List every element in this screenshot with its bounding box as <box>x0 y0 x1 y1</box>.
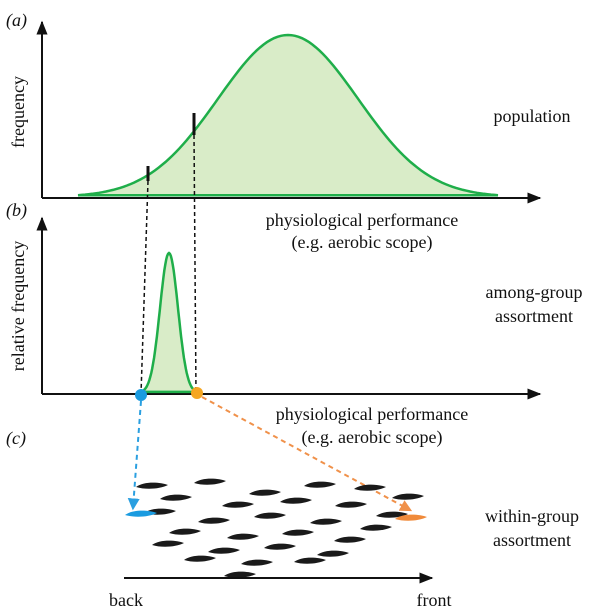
fish-icon <box>335 501 367 508</box>
fish-icon <box>354 484 386 491</box>
fish-icon <box>184 555 216 562</box>
fish-icon <box>208 547 240 554</box>
fish-icon <box>224 571 256 578</box>
fish-icon <box>194 478 226 485</box>
panel-b-ylabel: relative frequency <box>8 241 28 371</box>
fish-icon <box>282 529 314 536</box>
fish-icon <box>254 512 286 519</box>
panel-c-tag: (c) <box>6 428 26 449</box>
fish-icon <box>317 550 349 557</box>
low-performance-marker <box>135 389 147 401</box>
panel-a-side-label: population <box>494 106 571 126</box>
fish-icon <box>227 533 259 540</box>
panel-a: (a) frequency population physiological p… <box>6 10 571 253</box>
back-fish-icon <box>125 510 157 517</box>
fish-icon <box>136 482 168 489</box>
fish-icon <box>392 493 424 500</box>
fish-school <box>125 478 427 578</box>
fish-icon <box>334 536 366 543</box>
front-fish-icon <box>395 514 427 521</box>
low-connector-line <box>140 180 149 395</box>
panel-b-side-label-line1: among-group <box>486 282 583 302</box>
panel-c-side-label-line2: assortment <box>493 530 571 550</box>
axis-front-label: front <box>417 590 452 610</box>
fish-icon <box>160 494 192 501</box>
panel-b: (b) relative frequency among-group assor… <box>6 200 582 448</box>
population-distribution-curve <box>77 33 499 197</box>
panel-c-side-label-line1: within-group <box>485 506 579 526</box>
fish-icon <box>198 517 230 524</box>
group-distribution-curve <box>140 251 198 394</box>
fish-icon <box>310 518 342 525</box>
fish-icon <box>169 528 201 535</box>
low-to-back-arrow <box>127 400 142 511</box>
fish-icon <box>264 543 296 550</box>
panel-a-xlabel-line2: (e.g. aerobic scope) <box>292 232 433 253</box>
panel-b-xlabel-line1: physiological performance <box>276 404 468 424</box>
panel-a-tag: (a) <box>6 10 27 31</box>
fish-icon <box>360 524 392 531</box>
panel-a-xlabel-line1: physiological performance <box>266 210 458 230</box>
fish-icon <box>222 501 254 508</box>
high-performance-marker <box>191 387 203 399</box>
panel-a-ylabel: frequency <box>8 76 28 148</box>
panel-b-tag: (b) <box>6 200 27 221</box>
fish-icon <box>294 557 326 564</box>
high-to-front-arrow <box>201 396 413 512</box>
panel-b-side-label-line2: assortment <box>495 306 573 326</box>
fish-icon <box>280 497 312 504</box>
fish-icon <box>152 540 184 547</box>
fish-icon <box>376 511 408 518</box>
axis-back-label: back <box>109 590 143 610</box>
fish-icon <box>249 489 281 496</box>
fish-icon <box>304 481 336 488</box>
panel-b-xlabel-line2: (e.g. aerobic scope) <box>302 427 443 448</box>
fish-icon <box>241 559 273 566</box>
high-connector-line <box>193 134 197 395</box>
panel-c: (c) within-group assortment back front <box>6 428 579 610</box>
